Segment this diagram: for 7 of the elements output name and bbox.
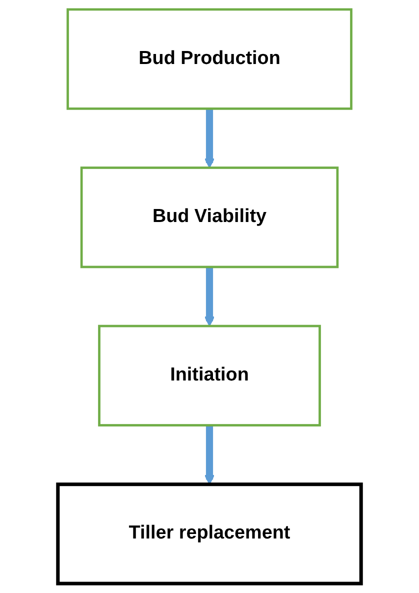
arrow [204,266,215,326]
node-box: Tiller replacement [56,482,363,586]
arrow [204,425,215,485]
node-box: Bud Viability [80,166,339,268]
node-box: Bud Production [66,8,352,110]
node-box: Initiation [98,324,321,426]
arrow [204,108,215,168]
